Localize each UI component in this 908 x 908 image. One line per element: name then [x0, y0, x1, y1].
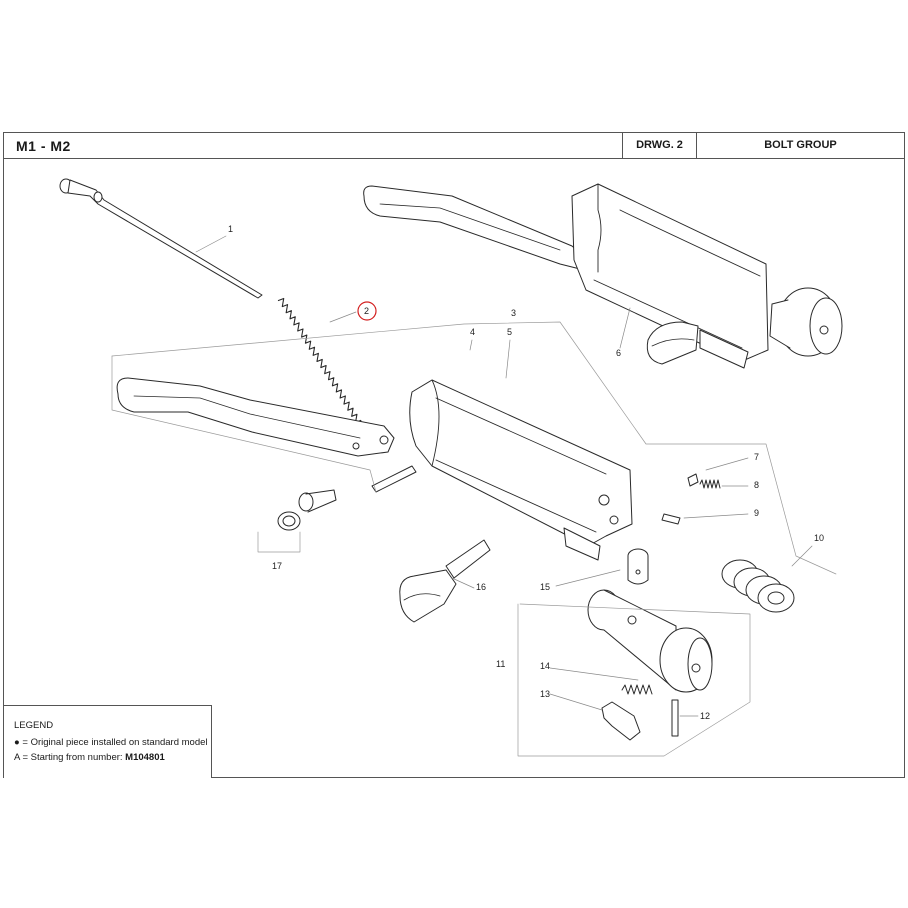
callout-8: 8	[754, 480, 759, 490]
legend-equals: =	[22, 752, 29, 763]
title-block: M1 - M2 DRWG. 2 BOLT GROUP	[4, 133, 904, 159]
drawing-sheet: M1 - M2 DRWG. 2 BOLT GROUP LEGEND ● = Or…	[3, 132, 905, 778]
callout-2-highlight[interactable]: 2	[357, 301, 377, 321]
part-12-pin[interactable]	[671, 699, 679, 737]
part-17-washer-screw[interactable]	[277, 489, 337, 531]
part-14-extractor-spring[interactable]	[621, 684, 653, 695]
callout-1: 1	[228, 224, 233, 234]
drawing-number: DRWG. 2	[622, 133, 696, 158]
model-name: M1 - M2	[16, 138, 71, 154]
part-4-bolt-carrier-arm[interactable]	[116, 377, 395, 457]
assembly-outlines	[111, 321, 837, 757]
part-2-firing-pin-spring[interactable]	[241, 297, 406, 442]
legend-item-serial: A = Starting from number: M104801	[14, 752, 211, 763]
callout-7: 7	[754, 452, 759, 462]
legend-box: LEGEND ● = Original piece installed on s…	[4, 705, 212, 778]
legend-serial-value: M104801	[125, 752, 165, 763]
legend-equals: =	[22, 737, 28, 748]
part-11-bolt-head[interactable]	[587, 589, 713, 693]
callout-3: 3	[511, 308, 516, 318]
callout-11: 11	[496, 659, 505, 669]
callout-15: 15	[540, 582, 550, 592]
callout-13: 13	[540, 689, 550, 699]
callout-16: 16	[476, 582, 486, 592]
callout-12: 12	[700, 711, 710, 721]
legend-text: Original piece installed on standard mod…	[30, 737, 208, 748]
part-13-extractor[interactable]	[601, 701, 641, 741]
callout-labels: 1 3 4 5 6 7 8 9 10 11 12 13 14 15 16 17	[228, 224, 824, 721]
bullet-symbol: ●	[14, 737, 20, 748]
part-8-detent-spring[interactable]	[699, 479, 721, 489]
callout-4: 4	[470, 327, 475, 337]
callout-17: 17	[272, 561, 282, 571]
callout-2: 2	[364, 306, 369, 316]
callout-9: 9	[754, 508, 759, 518]
legend-heading: LEGEND	[14, 720, 54, 731]
part-16-cocking-handle[interactable]	[399, 539, 491, 623]
part-10-bolt-spring[interactable]	[721, 559, 795, 613]
legend-text: Starting from number:	[30, 752, 123, 763]
part-5-bolt-body[interactable]	[409, 379, 633, 561]
part-7-detent[interactable]	[687, 473, 699, 487]
part-pin-link[interactable]	[371, 465, 417, 493]
legend-item-original: ● = Original piece installed on standard…	[14, 737, 211, 748]
callout-5: 5	[507, 327, 512, 337]
callout-10: 10	[814, 533, 824, 543]
leader-lines	[195, 235, 813, 717]
callout-6: 6	[616, 348, 621, 358]
callout-14: 14	[540, 661, 550, 671]
drawing-title: BOLT GROUP	[696, 133, 904, 158]
part-1-firing-pin[interactable]	[59, 178, 263, 299]
letter-symbol: A	[14, 752, 20, 763]
part-6-bolt-assembly[interactable]	[363, 183, 843, 369]
part-15-cam-pin[interactable]	[627, 548, 649, 585]
part-9-pin[interactable]	[661, 513, 681, 525]
